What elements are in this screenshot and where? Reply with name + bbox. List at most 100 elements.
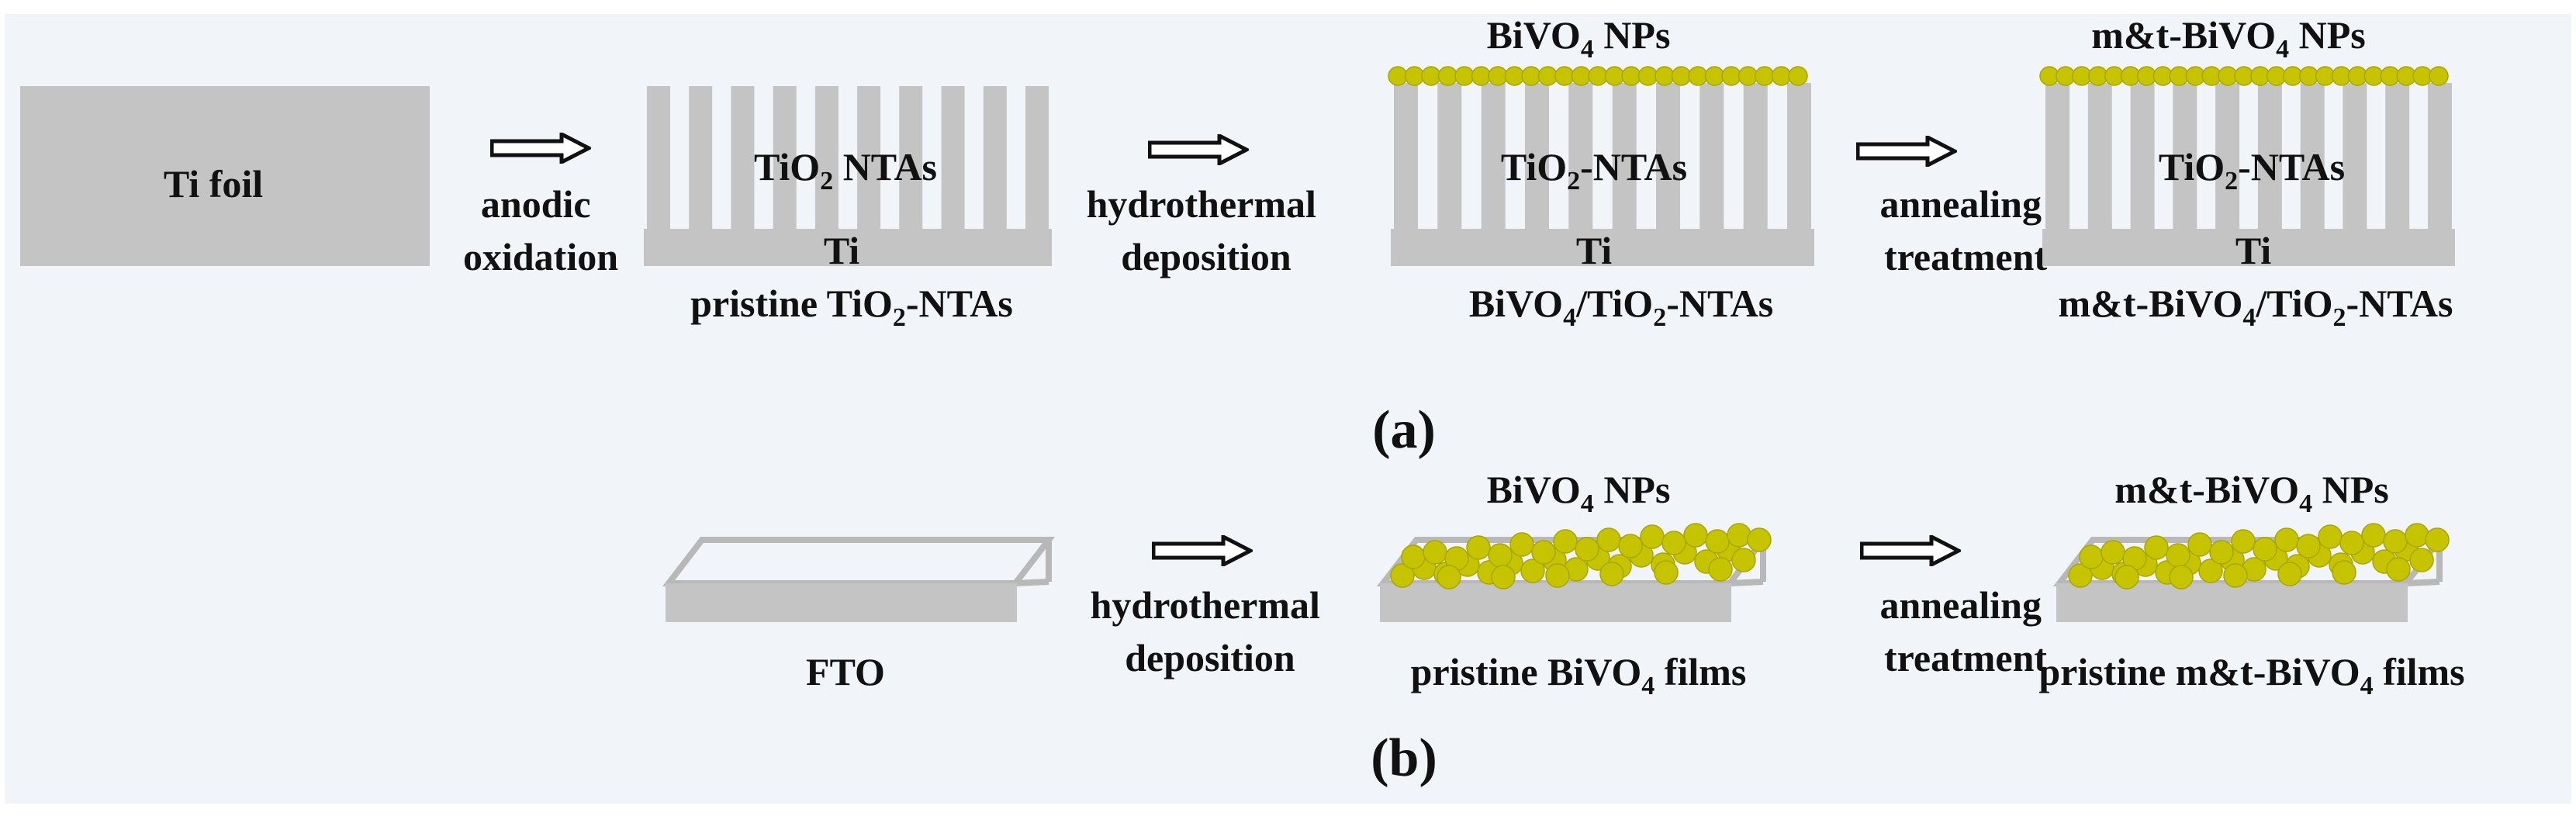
mt-bivo4-tio2-ntas-structure (2039, 66, 2455, 266)
nanoparticle-icon (1771, 66, 1792, 86)
nanoparticle-icon (1671, 66, 1692, 86)
nanoparticle-icon (1423, 540, 1447, 565)
nanotube (1612, 83, 1637, 233)
tio2-ntas-label: TiO2 NTAs (754, 145, 937, 195)
pristine-mt-bivo4-films-caption: pristine m&t-BiVO4 films (2038, 650, 2464, 700)
nanotube (2385, 83, 2410, 233)
nanotube (1525, 83, 1549, 233)
nanoparticle-icon (1708, 557, 1733, 582)
tio2-ntas-label-3: TiO2-NTAs (2159, 145, 2345, 195)
nanoparticle-icon (1788, 66, 1808, 86)
nanoparticle-icon (2429, 66, 2449, 86)
nanoparticle-icon (1471, 66, 1492, 86)
tio2-ntas-label-2: TiO2-NTAs (1501, 145, 1687, 195)
nanotube-array (2045, 83, 2452, 233)
nanotube (1787, 83, 1811, 233)
ti-base-label-2: Ti (1576, 229, 1612, 272)
nanoparticle-icon (1404, 66, 1425, 86)
nanotube (2257, 83, 2282, 233)
mt-bivo4-film-structure (2052, 523, 2450, 622)
nanoparticle-icon (2068, 563, 2093, 588)
nanoparticle-icon (2198, 558, 2223, 583)
nanoparticle-icon (2277, 562, 2302, 586)
nanoparticle-icon (2231, 529, 2256, 554)
panel-a: Ti foil anodic oxidation TiO2 NTAs Ti pr… (20, 13, 2455, 460)
nanotube (2130, 83, 2155, 233)
nanoparticle-icon (2114, 565, 2139, 590)
step-b2-line2: treatment (1884, 636, 2047, 679)
fto-substrate (662, 537, 1056, 622)
nanoparticle-row (2039, 66, 2449, 86)
nanotube-array (1394, 83, 1811, 233)
step-b1-line1: hydrothermal (1091, 583, 1320, 627)
ti-substrate (644, 229, 1052, 266)
nanoparticle-icon (1401, 545, 1426, 569)
nanoparticle-icon (1571, 66, 1592, 86)
step-a3-line2: treatment (1884, 235, 2047, 278)
nanoparticle-icon (2361, 523, 2386, 548)
nanoparticle-icon (2253, 537, 2277, 562)
nanotube (1699, 83, 1724, 233)
nanoparticle-icon (1504, 66, 1525, 86)
ti-substrate (2042, 229, 2455, 266)
nanoparticle-icon (2274, 527, 2299, 552)
bivo4-tio2-ntas-structure (1388, 66, 1814, 266)
nanotube (1394, 83, 1418, 233)
nanoparticle-icon (1466, 535, 1491, 560)
mt-bivo4-tio2-ntas-caption: m&t-BiVO4/TiO2-NTAs (2059, 282, 2453, 332)
nanoparticle-icon (2296, 534, 2321, 558)
nanotube (689, 86, 713, 233)
nanoparticle-icon (1738, 66, 1758, 86)
fto-top-outline (662, 537, 1056, 586)
nanotube (647, 86, 670, 233)
nanoparticle-icon (2169, 565, 2194, 590)
nanoparticle-icon (1491, 565, 1516, 590)
fto-side-edge (1015, 579, 1049, 586)
nanoparticle-icon (2425, 527, 2450, 552)
step-annealing-treatment-b: annealing treatment (1880, 583, 2052, 679)
nanotube (2300, 83, 2325, 233)
nanoparticle-icon (1637, 66, 1658, 86)
panel-b: FTO hydrothermal deposition BiVO4 NPs pr… (662, 468, 2465, 788)
nanoparticle-icon (2166, 543, 2190, 568)
nanoparticle-icon (1537, 66, 1558, 86)
nanoparticle-icon (1421, 66, 1441, 86)
nanoparticle-icon (1588, 66, 1608, 86)
nanotube-array (647, 86, 1049, 233)
panel-b-label: (b) (1371, 728, 1437, 788)
nanoparticle-icon (1688, 66, 1708, 86)
ti-foil-block (20, 86, 430, 266)
nanoparticle-icon (1604, 66, 1625, 86)
nanoparticle-icon (1661, 531, 1686, 555)
fto-label: FTO (806, 650, 885, 693)
nanoparticle-icon (2318, 524, 2343, 549)
nanotube (773, 86, 797, 233)
nanotube (2045, 83, 2069, 233)
nanoparticle-icon (1704, 66, 1725, 86)
step-hydrothermal-deposition-b: hydrothermal deposition (1091, 583, 1330, 679)
nanotube (1481, 83, 1506, 233)
nanoparticle-icon (1683, 523, 1708, 548)
nanotube (2343, 83, 2367, 233)
nanoparticle-icon (1654, 560, 1679, 585)
nanotube (941, 86, 965, 233)
nanoparticle-icon (1488, 66, 1508, 86)
nanoparticle-icon (1655, 66, 1675, 86)
step-hydrothermal-deposition-a: hydrothermal deposition (1087, 182, 1326, 278)
step-a2-line1: hydrothermal (1087, 182, 1316, 226)
step-a2-line2: deposition (1121, 235, 1291, 278)
step-b2-line1: annealing (1880, 583, 2042, 627)
bivo4-np-label-a: BiVO4 NPs (1487, 13, 1671, 64)
mt-bivo4-np-label-b: m&t-BiVO4 NPs (2114, 468, 2388, 518)
nanoparticle-icon (1575, 537, 1599, 562)
nanoparticle-icon (2187, 532, 2212, 557)
bivo4-np-label-b: BiVO4 NPs (1487, 468, 1671, 518)
nanoparticle-icon (1596, 527, 1621, 552)
nanoparticle-icon (1755, 66, 1775, 86)
nanoparticle-icon (1390, 563, 1415, 588)
bivo4-film-structure (1376, 523, 1772, 622)
ti-foil-label: Ti foil (164, 162, 263, 206)
bivo4-tio2-ntas-caption: BiVO4/TiO2-NTAs (1469, 282, 1773, 332)
nanotube (1568, 83, 1593, 233)
